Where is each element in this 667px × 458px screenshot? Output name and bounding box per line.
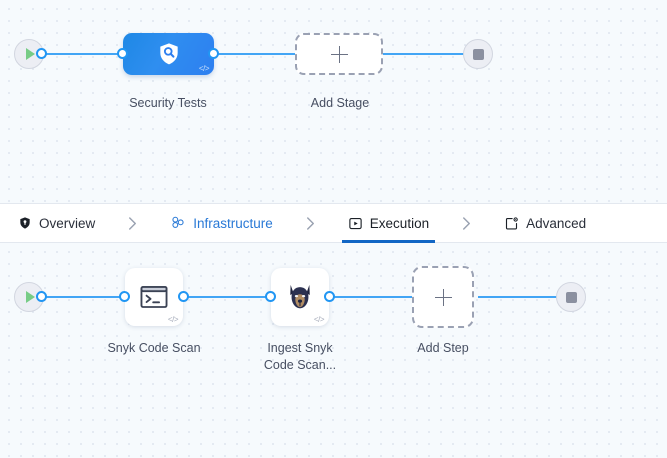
add-stage-button[interactable]: [295, 33, 383, 75]
step-start-node[interactable]: [14, 282, 44, 312]
tab-advanced-label: Advanced: [526, 215, 587, 231]
code-badge-icon: </>: [198, 64, 210, 73]
wire-start-to-security: [42, 53, 134, 55]
wire-addstage-to-end: [376, 53, 472, 55]
tab-separator-3: [435, 204, 498, 242]
card-gear-icon: [504, 216, 519, 231]
add-step-button[interactable]: [412, 266, 474, 328]
stop-icon: [472, 48, 484, 60]
cluster-nodes-icon: [170, 215, 186, 231]
stage-graph: </> Security Tests Add Stage: [0, 0, 667, 203]
add-step-label: Add Step: [417, 341, 469, 355]
connector-dot-snyk-out[interactable]: [178, 291, 189, 302]
connector-dot-ingest-out[interactable]: [324, 291, 335, 302]
stage-label-security-tests: Security Tests: [129, 96, 207, 110]
step-end-node[interactable]: [556, 282, 586, 312]
pipeline-end-node[interactable]: [463, 39, 493, 69]
step-label-ingest-snyk-code-scan: Ingest Snyk Code Scan...: [263, 341, 337, 372]
wire-snyk-to-ingest: [188, 296, 274, 298]
shield-icon: [18, 216, 32, 230]
code-badge-icon: </>: [167, 315, 179, 324]
wire-start-to-snyk: [42, 296, 124, 298]
tab-infrastructure-label: Infrastructure: [193, 215, 273, 231]
connector-dot-snyk-in[interactable]: [119, 291, 130, 302]
tab-separator-2: [279, 204, 342, 242]
connector-dot-security-out[interactable]: [208, 48, 219, 59]
wire-addstep-to-end: [478, 296, 566, 298]
play-box-icon: [348, 216, 363, 231]
terminal-icon: [138, 281, 170, 313]
play-icon: [26, 291, 35, 303]
tab-overview[interactable]: Overview: [12, 204, 101, 242]
stage-node-security-tests[interactable]: </>: [123, 33, 214, 75]
shield-search-icon: [156, 41, 182, 67]
stage-canvas[interactable]: </> Security Tests Add Stage: [0, 0, 667, 203]
step-node-ingest-snyk-code-scan[interactable]: </>: [271, 268, 329, 326]
play-icon: [26, 48, 35, 60]
connector-dot-security-in[interactable]: [117, 48, 128, 59]
step-canvas[interactable]: </> Snyk Code Scan: [0, 243, 667, 458]
add-stage-label: Add Stage: [310, 96, 370, 110]
pipeline-start-node[interactable]: [14, 39, 44, 69]
connector-dot-ingest-in[interactable]: [265, 291, 276, 302]
tab-infrastructure[interactable]: Infrastructure: [164, 204, 279, 242]
tab-execution-label: Execution: [369, 215, 430, 231]
plus-icon: [434, 288, 453, 307]
wire-security-to-addstage: [212, 53, 304, 55]
step-label-snyk-code-scan: Snyk Code Scan: [107, 341, 201, 355]
tab-overview-label: Overview: [39, 215, 96, 231]
code-badge-icon: </>: [313, 315, 325, 324]
stop-icon: [565, 291, 577, 303]
connector-dot-start-out[interactable]: [36, 48, 47, 59]
doberman-icon: [285, 282, 315, 312]
tab-execution[interactable]: Execution: [341, 204, 436, 243]
tab-advanced[interactable]: Advanced: [498, 204, 592, 242]
wire-ingest-to-addstep: [334, 296, 412, 298]
connector-dot-step-start-out[interactable]: [36, 291, 47, 302]
plus-icon: [330, 45, 349, 64]
pipeline-config-tabs: Overview Infrastructure: [0, 203, 667, 243]
step-graph: </> Snyk Code Scan: [0, 243, 667, 458]
tab-separator-1: [101, 204, 164, 242]
step-node-snyk-code-scan[interactable]: </>: [125, 268, 183, 326]
